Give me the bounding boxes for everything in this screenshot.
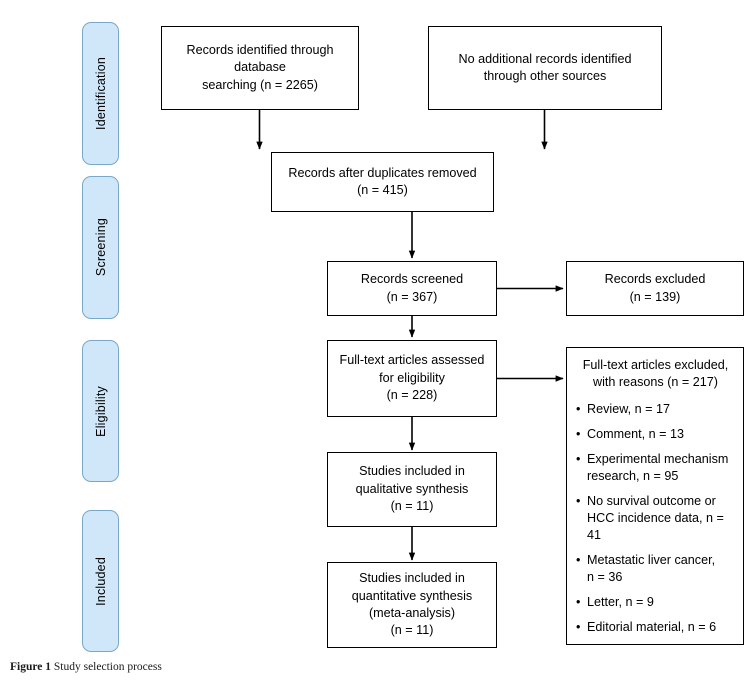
exclusion-item: Metastatic liver cancer, n = 36 xyxy=(576,552,735,586)
exclusion-item: Review, n = 17 xyxy=(576,401,735,418)
figure-caption: Figure 1 Study selection process xyxy=(10,661,162,673)
stage-tab-label: Screening xyxy=(93,218,108,277)
figure-caption-text: Study selection process xyxy=(53,661,162,673)
exclusion-item: Editorial material, n = 6 xyxy=(576,619,735,636)
figure-caption-label: Figure 1 xyxy=(10,661,51,673)
exclusions-heading: Full-text articles excluded, with reason… xyxy=(582,358,729,390)
exclusion-item: Experimental mechanism research, n = 95 xyxy=(576,451,735,485)
stage-tab-label: Eligibility xyxy=(93,385,108,437)
node-fulltext-exclusions: Full-text articles excluded, with reason… xyxy=(566,347,744,645)
node-records-screened: Records screened (n = 367) xyxy=(327,261,497,316)
node-records-after-duplicates: Records after duplicates removed (n = 41… xyxy=(271,152,494,212)
exclusion-item: No survival outcome or HCC incidence dat… xyxy=(576,493,735,544)
node-quantitative-synthesis: Studies included in quantitative synthes… xyxy=(327,562,497,648)
node-text: Studies included in qualitative synthesi… xyxy=(355,464,469,514)
stage-tab-label: Included xyxy=(93,556,108,606)
stage-tab-included: Included xyxy=(82,510,119,652)
stage-tab-label: Identification xyxy=(93,57,108,130)
node-fulltext-assessed: Full-text articles assessed for eligibil… xyxy=(327,340,497,417)
node-qualitative-synthesis: Studies included in qualitative synthesi… xyxy=(327,452,497,527)
node-records-identified: Records identified through database sear… xyxy=(161,26,359,110)
exclusions-list: Review, n = 17 Comment, n = 13 Experimen… xyxy=(576,401,735,644)
node-no-additional-records: No additional records identified through… xyxy=(428,26,662,110)
stage-tab-screening: Screening xyxy=(82,176,119,319)
node-text: No additional records identified through… xyxy=(458,51,632,83)
exclusion-item: Letter, n = 9 xyxy=(576,594,735,611)
node-records-excluded: Records excluded (n = 139) xyxy=(566,261,744,316)
stage-tab-eligibility: Eligibility xyxy=(82,340,119,482)
node-text: Records screened (n = 367) xyxy=(360,272,464,304)
node-text: Records identified through database sear… xyxy=(186,42,334,92)
exclusion-item: Comment, n = 13 xyxy=(576,426,735,443)
node-text: Studies included in quantitative synthes… xyxy=(351,571,473,638)
node-text: Records excluded (n = 139) xyxy=(604,272,706,304)
node-text: Records after duplicates removed (n = 41… xyxy=(288,165,477,197)
node-text: Full-text articles assessed for eligibil… xyxy=(339,353,485,403)
stage-tab-identification: Identification xyxy=(82,22,119,165)
